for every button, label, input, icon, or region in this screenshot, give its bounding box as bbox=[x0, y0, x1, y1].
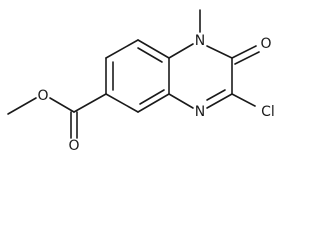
atom-n1-label: N bbox=[195, 33, 205, 49]
bond-c4a-n1 bbox=[168, 43, 194, 59]
bond-o-methyl bbox=[7, 97, 37, 115]
bond-c3-cl bbox=[231, 93, 256, 107]
structure-canvas: N O N Cl O O bbox=[7, 9, 275, 154]
bond-c3-n4-inner bbox=[206, 89, 226, 101]
bond-n4-c8a bbox=[168, 93, 194, 109]
atom-o-ester-single-label: O bbox=[37, 88, 48, 104]
bond-c4a-c5 bbox=[137, 39, 170, 59]
bond-c5-c6 bbox=[105, 39, 139, 59]
bond-c7-c8 bbox=[105, 93, 139, 113]
pyrazinone-ring bbox=[168, 43, 233, 109]
atom-cl-label: Cl bbox=[261, 104, 275, 120]
atom-n4-label: N bbox=[195, 104, 205, 120]
methyl-ester bbox=[7, 93, 107, 139]
bond-c7-carbonyl bbox=[73, 93, 107, 113]
bond-c4a-c5-inner bbox=[137, 47, 163, 63]
bond-carbonyl-o-single bbox=[49, 97, 75, 113]
bond-c2-o-b bbox=[234, 51, 260, 65]
substituents bbox=[199, 9, 260, 107]
bond-c3-n4 bbox=[206, 93, 233, 109]
molecule-structure: N O N Cl O O bbox=[7, 9, 275, 154]
bond-c2-o-a bbox=[231, 45, 257, 59]
atom-o-ester-double-label: O bbox=[68, 138, 79, 154]
bond-c8-c8a-inner bbox=[139, 89, 165, 105]
atom-o-carbonyl-label: O bbox=[260, 36, 271, 52]
bond-c8-c8a bbox=[137, 93, 170, 113]
benzene-ring bbox=[105, 39, 170, 113]
bond-n1-c2 bbox=[206, 45, 233, 59]
